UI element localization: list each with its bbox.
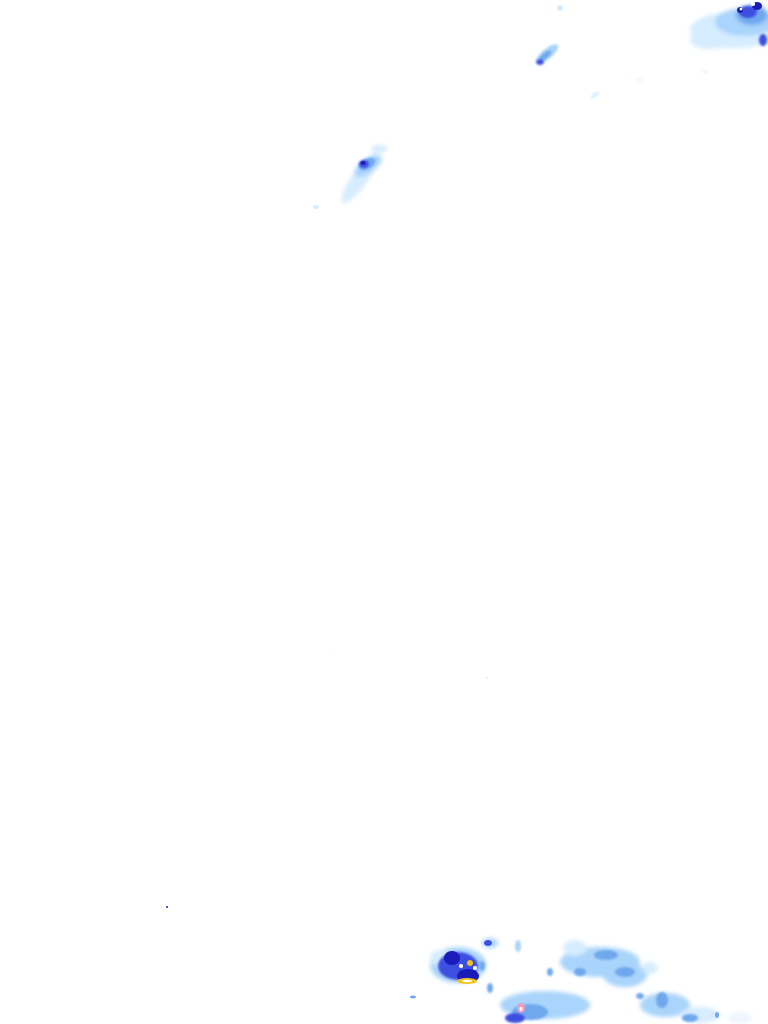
echo-ne-corner-cell [690, 2, 768, 49]
echo-southeast-band [500, 940, 752, 1024]
echo-south-cluster [410, 938, 498, 999]
echo-top-streak [535, 6, 708, 99]
echo-upper-mid-streak [313, 145, 387, 209]
echo-stray-points [166, 651, 488, 908]
